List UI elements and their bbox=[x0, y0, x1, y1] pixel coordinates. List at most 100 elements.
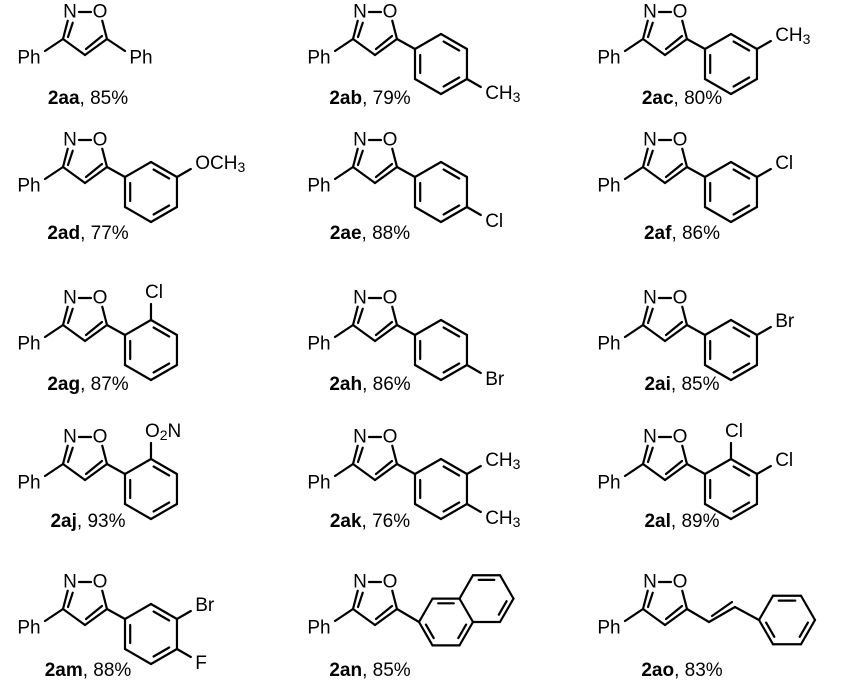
c5-ph-bond bbox=[105, 37, 127, 53]
n-c3-double-bond bbox=[646, 591, 654, 609]
c4-c5-bond bbox=[83, 323, 109, 343]
c5-aryl-bond bbox=[685, 37, 707, 51]
compound-id: 2aa bbox=[48, 88, 80, 109]
ring-bond bbox=[149, 457, 179, 476]
chloro-label-3: Cl bbox=[775, 450, 793, 471]
n-c3-bond bbox=[641, 589, 649, 611]
c4-c5-bond bbox=[83, 462, 109, 482]
phenyl-label-c3: Ph bbox=[17, 334, 40, 355]
n-c3-bond bbox=[61, 589, 69, 611]
ring-bond bbox=[123, 647, 153, 666]
c5-aryl-bond bbox=[395, 323, 417, 337]
compound-yield: , 89% bbox=[671, 511, 720, 532]
ring-bond bbox=[458, 620, 475, 647]
c3-ph-bond bbox=[333, 37, 355, 53]
ring-bond bbox=[729, 205, 759, 224]
ring-bond bbox=[498, 574, 515, 600]
c5-aryl-bond bbox=[685, 462, 707, 476]
o-c5-bond bbox=[101, 19, 109, 41]
ring-bond bbox=[703, 77, 733, 96]
c5-aryl-bond bbox=[685, 165, 707, 179]
compound-yield: , 88% bbox=[83, 660, 132, 681]
chloro-label: Cl bbox=[775, 153, 793, 174]
nitrogen-atom-label: N bbox=[643, 130, 657, 151]
ring-bond bbox=[149, 502, 179, 521]
ring-double-bond bbox=[424, 623, 435, 640]
ring-bond bbox=[413, 32, 443, 51]
ring-bond bbox=[799, 618, 817, 646]
bromo-label: Br bbox=[195, 595, 215, 616]
n-c3-double-bond bbox=[66, 307, 74, 325]
c3-ph-bond bbox=[623, 462, 645, 478]
ring-double-bond bbox=[732, 362, 751, 374]
compound-caption: 2ai, 85% bbox=[644, 374, 719, 395]
ring-double-bond bbox=[442, 326, 461, 338]
c3-c4-bond bbox=[351, 37, 377, 57]
n-c3-bond bbox=[641, 19, 649, 41]
compound-caption: 2ad, 77% bbox=[47, 223, 128, 244]
ring-double-bond bbox=[732, 40, 751, 52]
ring-double-bond bbox=[442, 40, 461, 52]
c4-c5-double-bond bbox=[374, 604, 394, 621]
o-c5-bond bbox=[681, 305, 689, 327]
ring-bond bbox=[417, 620, 434, 647]
n-c3-double-bond bbox=[646, 446, 654, 464]
nitrogen-atom-label: N bbox=[63, 427, 77, 448]
c3-ph-bond bbox=[333, 165, 355, 181]
compound-caption: 2af, 86% bbox=[644, 223, 720, 244]
phenyl-label-c3: Ph bbox=[597, 334, 620, 355]
ring-bond bbox=[729, 318, 759, 337]
c3-ph-bond bbox=[43, 323, 65, 339]
c4-c5-double-bond bbox=[84, 162, 104, 179]
ring-bond bbox=[703, 32, 733, 51]
ring-bond bbox=[703, 205, 733, 224]
c4-c5-bond bbox=[373, 323, 399, 343]
substituent-bond bbox=[465, 205, 482, 217]
c4-c5-bond bbox=[663, 37, 689, 57]
methyl-label: CH3 bbox=[775, 25, 810, 47]
ring-bond bbox=[729, 502, 759, 521]
ring-bond bbox=[413, 318, 443, 337]
compound-id: 2ag bbox=[47, 374, 80, 395]
c3-ph-bond bbox=[623, 165, 645, 181]
oxygen-atom-label: O bbox=[93, 572, 108, 593]
ring-bond bbox=[149, 363, 179, 382]
ring-bond bbox=[413, 77, 443, 96]
oxygen-atom-label: O bbox=[93, 2, 108, 23]
n-c3-bond bbox=[351, 305, 359, 327]
n-c3-double-bond bbox=[66, 21, 74, 39]
compound-id: 2ad bbox=[47, 223, 80, 244]
nitrogen-atom-label: N bbox=[63, 130, 77, 151]
ring-bond bbox=[439, 318, 469, 337]
c3-ph-bond bbox=[623, 37, 645, 53]
nitrogen-atom-label: N bbox=[643, 572, 657, 593]
ring-double-bond bbox=[152, 646, 171, 658]
o-c5-bond bbox=[681, 444, 689, 466]
nitrogen-atom-label: N bbox=[353, 572, 367, 593]
ring-bond bbox=[439, 77, 469, 96]
nitrogen-atom-label: N bbox=[643, 427, 657, 448]
phenyl-label-c3: Ph bbox=[17, 618, 40, 639]
chloro-label: Cl bbox=[485, 211, 503, 232]
compound-id: 2ac bbox=[642, 88, 674, 109]
c4-c5-bond bbox=[663, 323, 689, 343]
ring-bond bbox=[149, 205, 179, 224]
compound-yield: , 79% bbox=[362, 88, 411, 109]
compound-id: 2aj bbox=[50, 511, 76, 532]
ring-double-bond bbox=[442, 362, 461, 374]
n-c3-double-bond bbox=[66, 149, 74, 167]
ring-bond bbox=[413, 457, 443, 476]
o-c5-bond bbox=[391, 444, 399, 466]
oxygen-atom-label: O bbox=[673, 572, 688, 593]
ring-double-bond bbox=[764, 621, 776, 638]
ring-bond bbox=[729, 363, 759, 382]
phenyl-label-c3: Ph bbox=[307, 176, 330, 197]
n-c3-double-bond bbox=[356, 21, 364, 39]
ring-bond bbox=[498, 597, 515, 624]
phenyl-label-c5: Ph bbox=[129, 48, 152, 69]
compound-yield: , 76% bbox=[362, 511, 411, 532]
ring-bond bbox=[413, 363, 443, 382]
